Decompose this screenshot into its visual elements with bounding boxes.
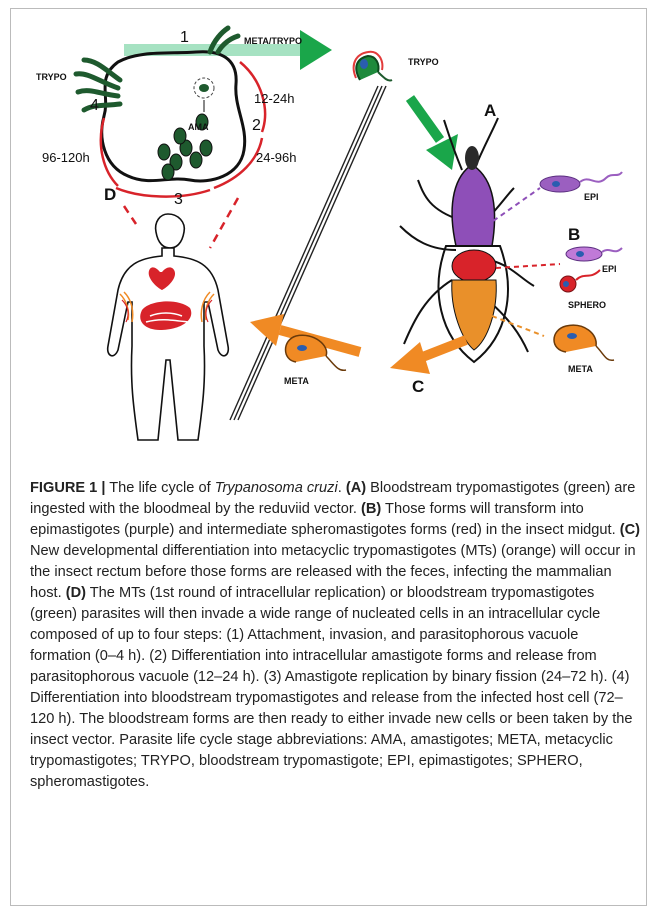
reduviid-vector [400,118,534,362]
caption-text-d: The MTs (1st round of intracellular repl… [30,585,632,790]
time-12-24: 12-24h [254,91,294,106]
caption-label-c: (C) [620,522,640,538]
step-3: 3 [174,191,183,208]
caption-label-a: (A) [346,480,366,496]
vacuole-parasite [199,84,209,92]
arrow-from-vector [390,340,466,374]
caption-label-d: (D) [66,585,86,601]
label-meta-trypo: META/TRYPO [244,36,302,46]
panel-label-d: D [104,185,116,204]
species-name: Trypanosoma cruzi [215,480,338,496]
caption-label-b: (B) [361,501,381,517]
label-meta-bottom: META [284,376,309,386]
label-sphero: SPHERO [568,300,606,310]
step-1: 1 [180,29,189,46]
diagonal-divider [230,86,386,420]
bloodstream-trypo [354,52,392,81]
label-ama: AMA [188,122,209,132]
panel-label-c: C [412,377,424,396]
label-trypo-right: TRYPO [408,57,439,67]
label-epi-mid: EPI [602,264,617,274]
epimastigote-mid [566,247,622,261]
caption-intro-post: . [338,480,342,496]
step-2: 2 [252,117,261,134]
epimastigote-top [540,172,622,192]
label-trypo-left: TRYPO [36,72,67,82]
label-meta-right: META [568,364,593,374]
time-96-120: 96-120h [42,150,90,165]
life-cycle-diagram: 1 META/TRYPO TRYPO 4 12-24h 2 AMA 96-120… [0,0,657,470]
panel-label-a: A [484,101,496,120]
metacyclic-right [554,325,614,360]
time-24-96: 24-96h [256,150,296,165]
spheromastigote [560,270,600,292]
panel-label-b: B [568,225,580,244]
step-4: 4 [90,97,99,114]
figure-caption: FIGURE 1 | The life cycle of Trypanosoma… [30,478,640,793]
amastigote-cluster [158,128,212,180]
arrow-to-vector [410,98,458,170]
caption-intro-pre: The life cycle of [105,480,214,496]
label-epi-top: EPI [584,192,599,202]
figure-number: FIGURE 1 | [30,480,105,496]
